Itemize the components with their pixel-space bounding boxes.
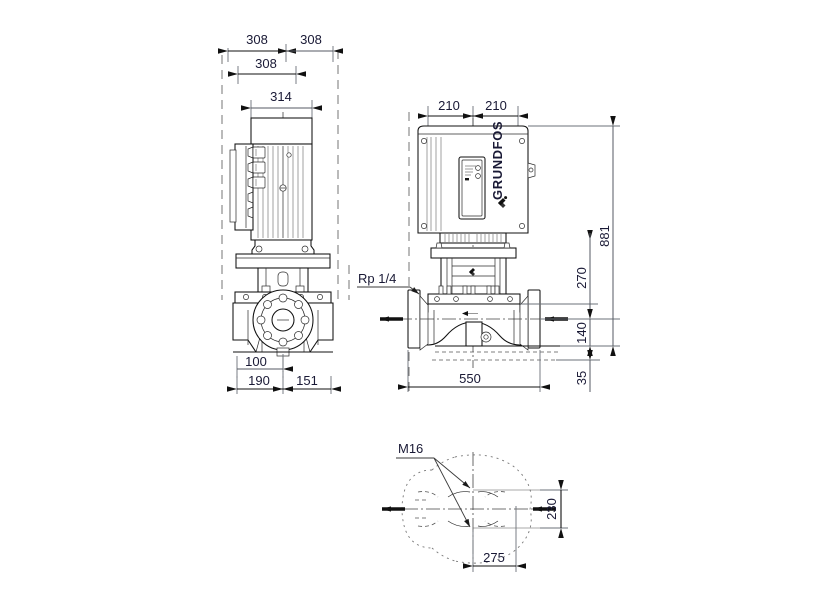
- motor-bolt-bl: [421, 223, 427, 229]
- panel-led: [465, 178, 469, 181]
- dim-140: 140: [574, 309, 593, 356]
- annotation-rp14: Rp 1/4: [348, 265, 420, 300]
- side-view: 308 308 308 314: [218, 32, 343, 394]
- volute-arrow-mark: [462, 311, 478, 316]
- motor-front-fins: [426, 137, 442, 231]
- discharge-neck: [519, 295, 529, 351]
- motor-bolt-tr: [519, 138, 525, 144]
- panel-inner: [461, 159, 483, 217]
- motor-top-cap: [250, 117, 313, 145]
- panel-button-down[interactable]: [475, 173, 481, 179]
- dim-label-140: 140: [574, 322, 589, 344]
- dim-label-35: 35: [574, 371, 589, 385]
- stool-top-plate: [430, 247, 517, 259]
- control-panel: [458, 156, 486, 220]
- brand-label: GRUNDFOS: [490, 121, 505, 200]
- dim-label-881: 881: [597, 225, 612, 247]
- label-m16: M16: [398, 441, 423, 456]
- dim-label-270: 270: [574, 267, 589, 289]
- plan-view: M16 230 275: [382, 441, 568, 572]
- dim-label-308-second: 308: [255, 56, 277, 71]
- plan-inner-details: [415, 491, 506, 527]
- stool-bolt-left: [435, 242, 443, 249]
- dim-881: 881: [597, 116, 616, 356]
- dim-label-100: 100: [245, 354, 267, 369]
- label-rp14: Rp 1/4: [358, 271, 396, 286]
- motor-vent-slots: [444, 234, 502, 242]
- flange-bolt-holes: [256, 293, 310, 347]
- dim-190-151: 190 151: [227, 373, 341, 394]
- m16-leader-a: [433, 457, 471, 489]
- motor-bottom-flange: [439, 232, 507, 244]
- plan-connect-arc: [431, 456, 456, 562]
- dim-label-550: 550: [459, 371, 481, 386]
- panel-indicator-bars: [465, 165, 476, 181]
- dim-label-190: 190: [248, 373, 270, 388]
- cable-glands: [247, 146, 266, 219]
- pump-bracket-plate: [427, 293, 521, 305]
- annotation-m16: M16: [396, 441, 471, 528]
- dim-label-308-top-right: 308: [300, 32, 322, 47]
- coupling-center-icon: [469, 268, 475, 276]
- plan-right-arc: [454, 454, 532, 564]
- motor-side: [250, 117, 313, 241]
- terminal-box-cover: [229, 149, 237, 223]
- stool-bolt-right: [503, 242, 511, 249]
- dim-308-top-pair: 308 308: [218, 32, 343, 62]
- dim-label-151: 151: [296, 373, 318, 388]
- motor-bolt-tl: [421, 138, 427, 144]
- motor-base-side: [235, 239, 331, 269]
- dim-label-314: 314: [270, 89, 292, 104]
- dim-210-pair: 210 210: [418, 98, 528, 126]
- dim-label-308-top-left: 308: [246, 32, 268, 47]
- grundfos-logo-icon: [498, 196, 508, 208]
- motor-adapter-flange: [235, 253, 331, 269]
- dim-100: 100: [236, 354, 293, 378]
- terminal-box-side: [229, 143, 266, 231]
- motor-side-lug: [527, 162, 536, 179]
- drain-boss-front: [465, 321, 483, 347]
- rp14-leader-arrow: [409, 286, 420, 295]
- dim-314: 314: [241, 89, 322, 118]
- motor-bolt-br: [519, 223, 525, 229]
- coupling-boss: [277, 271, 289, 287]
- motor-front: GRUNDFOS: [417, 121, 536, 234]
- front-view: 210 210: [348, 98, 568, 392]
- dim-label-230: 230: [544, 498, 559, 520]
- dim-230: 230: [540, 480, 568, 538]
- bracket-studs: [434, 285, 513, 302]
- dim-35: 35: [574, 350, 593, 392]
- motor-screw-detail: [286, 152, 292, 158]
- m16-leader-b: [433, 457, 471, 528]
- dim-550: 550: [398, 350, 550, 392]
- dim-270: 270: [574, 230, 593, 312]
- dim-label-210-right: 210: [485, 98, 507, 113]
- coupling-side: [257, 267, 309, 293]
- dim-275: 275: [463, 506, 526, 572]
- motor-fins: [257, 146, 304, 238]
- drain-plug: [480, 331, 492, 343]
- dim-label-275: 275: [483, 550, 505, 565]
- coupling-stool-front: [427, 257, 521, 305]
- dim-label-210-left: 210: [438, 98, 460, 113]
- dim-308-second: 308: [228, 56, 306, 84]
- motor-base-front: [430, 232, 517, 259]
- suction-neck: [419, 295, 429, 351]
- vertical-dimensions: 881 270 140 35: [520, 116, 620, 392]
- panel-button-up[interactable]: [475, 165, 481, 171]
